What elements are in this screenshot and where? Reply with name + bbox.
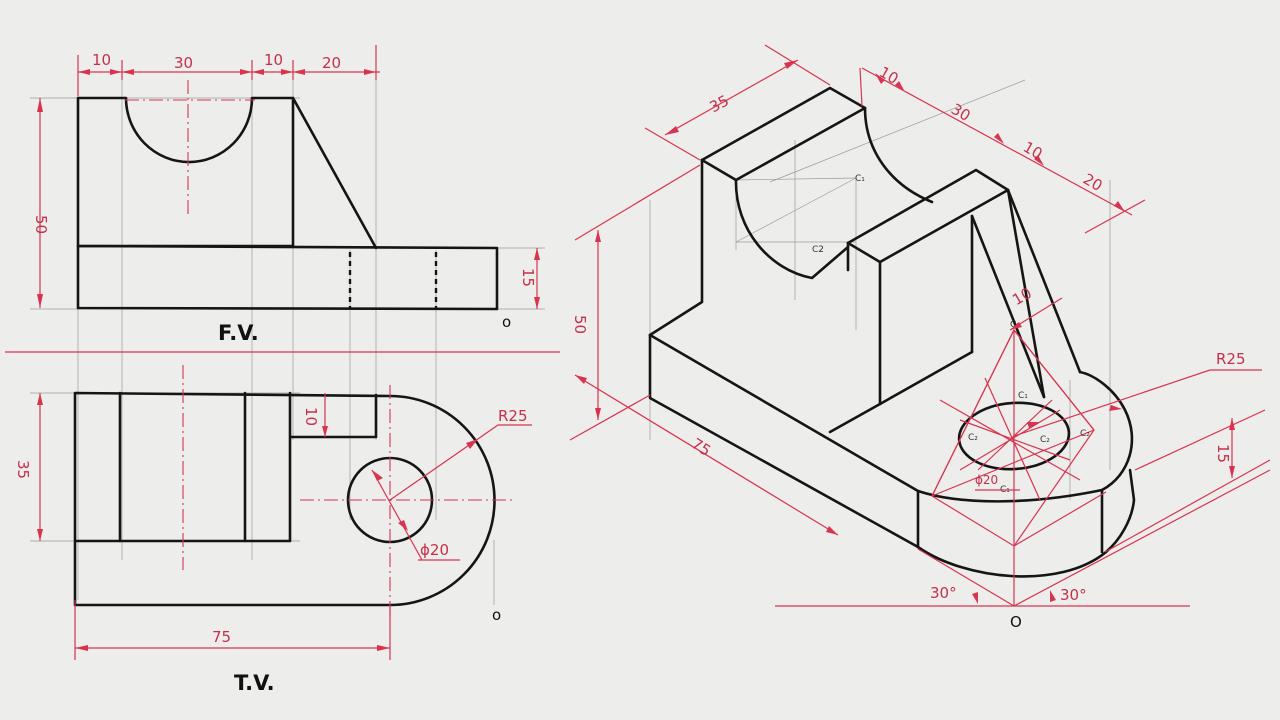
dim-top-r25: R25: [498, 407, 528, 425]
front-height-dimension: 50: [32, 98, 50, 308]
dim-iso-30: 30: [948, 100, 974, 125]
iso-dim-r25: R25: [1013, 350, 1262, 437]
dim-front-15: 15: [519, 268, 537, 287]
iso-ground: 30° 30° O: [775, 469, 1271, 631]
iso-dim-15: 15: [1104, 409, 1271, 553]
front-view-outline: [76, 96, 499, 311]
dim-top-35: 35: [14, 460, 32, 479]
dim-front-10b: 10: [264, 51, 283, 69]
dim-iso-phi20: ϕ20: [975, 473, 998, 487]
dim-top-10: 10: [302, 407, 320, 426]
front-origin-label: o: [502, 313, 511, 331]
iso-dim-50: 50: [569, 164, 701, 441]
iso-hole-c2-left: C₂: [968, 433, 978, 443]
iso-origin-label: O: [1010, 613, 1022, 631]
iso-construction-lines: [649, 79, 1111, 605]
iso-dim-75: 75: [574, 374, 839, 536]
iso-hole-c1-top: C₁: [1018, 391, 1028, 401]
top-length-dimension: 75: [74, 600, 391, 660]
top-view-outline: [73, 391, 496, 607]
dim-top-75: 75: [212, 628, 231, 646]
dim-front-30: 30: [174, 54, 193, 72]
dim-iso-20: 20: [1080, 170, 1106, 195]
dim-iso-10: 10: [1009, 284, 1035, 309]
top-view: R25 ϕ20 35 10 75: [14, 365, 532, 695]
front-view-label: F.V.: [218, 321, 259, 345]
dim-front-10a: 10: [92, 51, 111, 69]
dim-iso-r25: R25: [1216, 350, 1246, 368]
dim-front-50: 50: [32, 215, 50, 234]
iso-c2-label: C2: [812, 245, 824, 255]
front-base-dimension: 15: [519, 248, 540, 309]
iso-c1-label: C₁: [855, 174, 865, 184]
iso-arc-e2: C₂: [1080, 429, 1090, 439]
top-view-label: T.V.: [234, 671, 275, 695]
dim-iso-30-right: 30°: [1060, 586, 1087, 604]
dim-iso-75: 75: [688, 435, 714, 460]
dim-iso-30-left: 30°: [930, 584, 957, 602]
dim-top-phi20: ϕ20: [420, 541, 449, 559]
dim-iso-35: 35: [707, 91, 732, 116]
top-slot-dimension: 10: [302, 393, 328, 437]
dim-front-20: 20: [322, 54, 341, 72]
isometric-view: C₁ C₁ C₂ C₂ C₁ C₂ C₁ C2 35 10: [569, 44, 1271, 631]
front-top-dimension: 10 30 10 20: [77, 45, 380, 96]
iso-dim-35: 35: [644, 59, 799, 161]
top-origin-label: o: [492, 606, 501, 624]
dim-iso-15: 15: [1214, 444, 1232, 463]
top-depth-dimension: 35: [14, 393, 43, 541]
iso-dim-top: 10 30 10 20: [764, 44, 1146, 234]
dim-iso-10b: 10: [1020, 138, 1046, 163]
iso-arc-e1: C₁: [1010, 320, 1020, 330]
top-hole-leader: ϕ20: [371, 469, 460, 561]
front-view: 10 30 10 20 50 15 o F.V.: [30, 45, 545, 600]
dim-iso-50: 50: [571, 315, 589, 334]
iso-object: [648, 86, 1136, 578]
iso-dim-phi20: ϕ20: [959, 409, 1061, 491]
top-radius-leader: R25: [389, 407, 532, 501]
iso-hole-c2-right: C₂: [1040, 435, 1050, 445]
